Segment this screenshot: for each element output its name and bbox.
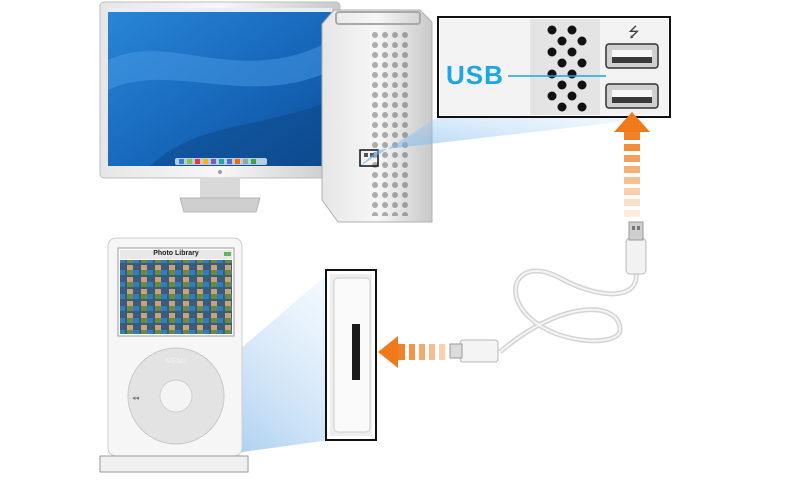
usb-label: USB (446, 60, 504, 90)
tower-highlight-box (359, 149, 379, 167)
usb-symbol-icon: ⭍ (628, 25, 640, 41)
ipod-screen-title: Photo Library (153, 250, 199, 257)
arrow-left-icon (378, 336, 445, 368)
monitor-stand-base (179, 197, 261, 213)
arrow-up-icon (614, 112, 650, 217)
center-button (159, 379, 193, 413)
tower (321, 9, 433, 223)
desktop-swoosh (108, 40, 332, 90)
usb-callout (437, 16, 671, 118)
ipod: ◂◂ (99, 237, 249, 473)
dock-port-callout (325, 269, 377, 441)
prev-icon: ◂◂ (132, 394, 140, 402)
menu-bar (108, 8, 332, 12)
dock-icons (179, 159, 256, 164)
tower-handle (335, 11, 421, 25)
dock-connector-icon (449, 339, 499, 363)
apple-logo-icon (218, 170, 222, 174)
monitor (99, 1, 341, 213)
ipod-menu-label: MENU (165, 358, 187, 365)
usb-callout-panel (530, 19, 600, 115)
usb-plug-body (625, 237, 647, 275)
monitor-stand-neck (200, 178, 240, 198)
tower-grille (370, 30, 410, 216)
dock-port-slot (352, 324, 360, 380)
ipod-base (99, 455, 249, 473)
photo-grid (120, 260, 232, 334)
zoom-beam-usb (360, 116, 670, 166)
usb-cable-icon (449, 221, 647, 363)
usb-plug-metal (628, 221, 644, 241)
